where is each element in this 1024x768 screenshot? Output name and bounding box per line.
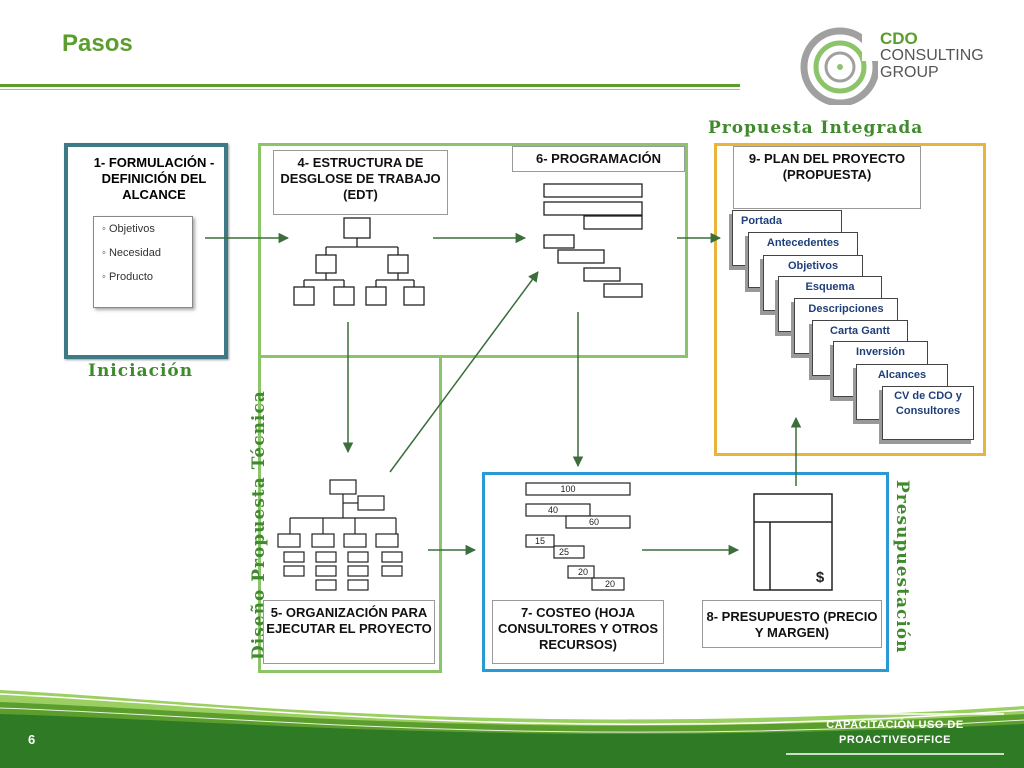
org-chart: [277, 479, 403, 591]
plan-card-cv: CV de CDO y Consultores: [882, 386, 974, 440]
header-divider: [0, 84, 740, 87]
cost-value: 40: [548, 505, 558, 515]
company-logo-text: CDO CONSULTING GROUP: [880, 30, 984, 81]
cost-bars: [525, 482, 631, 591]
cost-value: 20: [605, 579, 615, 589]
step-1-label: 1- FORMULACIÓN - DEFINICIÓN DEL ALCANCE: [93, 155, 215, 202]
logo-line-1: CDO: [880, 29, 918, 48]
presupuestacion-frame: [482, 472, 889, 672]
cost-values: 100 40 60 15 25 20 20: [535, 484, 615, 589]
cost-value: 25: [559, 547, 569, 557]
page-title: Pasos: [62, 30, 133, 57]
logo-line-2: CONSULTING: [880, 47, 984, 64]
scope-item: ◦ Necesidad: [102, 247, 161, 259]
step-6-label: 6- PROGRAMACIÓN: [512, 146, 685, 172]
header-divider-thin: [0, 89, 740, 90]
integrada-frame: [714, 143, 986, 456]
footer-waves: [0, 690, 1024, 768]
step-5-label: 5- ORGANIZACIÓN PARA EJECUTAR EL PROYECT…: [263, 600, 435, 664]
budget-sheet: [753, 493, 833, 591]
diseno-frame-bottom: [258, 355, 442, 673]
arrow-5-to-6: [389, 271, 539, 473]
diseno-frame-top: [258, 143, 688, 358]
scope-item: ◦ Producto: [102, 271, 153, 283]
currency-symbol: $: [816, 569, 825, 586]
scope-list: ◦ Objetivos ◦ Necesidad ◦ Producto: [93, 216, 193, 308]
logo-line-3: GROUP: [880, 64, 939, 81]
phase-integrada-label: Propuesta Integrada: [708, 118, 924, 138]
gantt-chart: [543, 183, 643, 298]
cost-value: 60: [589, 517, 599, 527]
cost-value: 20: [578, 567, 588, 577]
step-9-label: 9- PLAN DEL PROYECTO (PROPUESTA): [733, 146, 921, 209]
step-8-label: 8- PRESUPUESTO (PRECIO Y MARGEN): [702, 600, 882, 648]
footer-caption: CAPACITACIÓN USO DE PROACTIVEOFFICE: [826, 719, 964, 746]
cost-value: 15: [535, 536, 545, 546]
step-4-label: 4- ESTRUCTURA DE DESGLOSE DE TRABAJO (ED…: [273, 150, 448, 215]
page-number: 6: [28, 732, 36, 747]
edt-tree: [293, 217, 425, 306]
cost-value: 100: [560, 484, 575, 494]
phase-iniciacion-label: Iniciación: [88, 361, 194, 381]
scope-item: ◦ Objetivos: [102, 223, 155, 235]
flow-arrows: [205, 232, 802, 556]
iniciacion-frame: [64, 143, 228, 359]
step-7-label: 7- COSTEO (HOJA CONSULTORES Y OTROS RECU…: [492, 600, 664, 664]
cdo-logo-icon: [800, 25, 878, 105]
